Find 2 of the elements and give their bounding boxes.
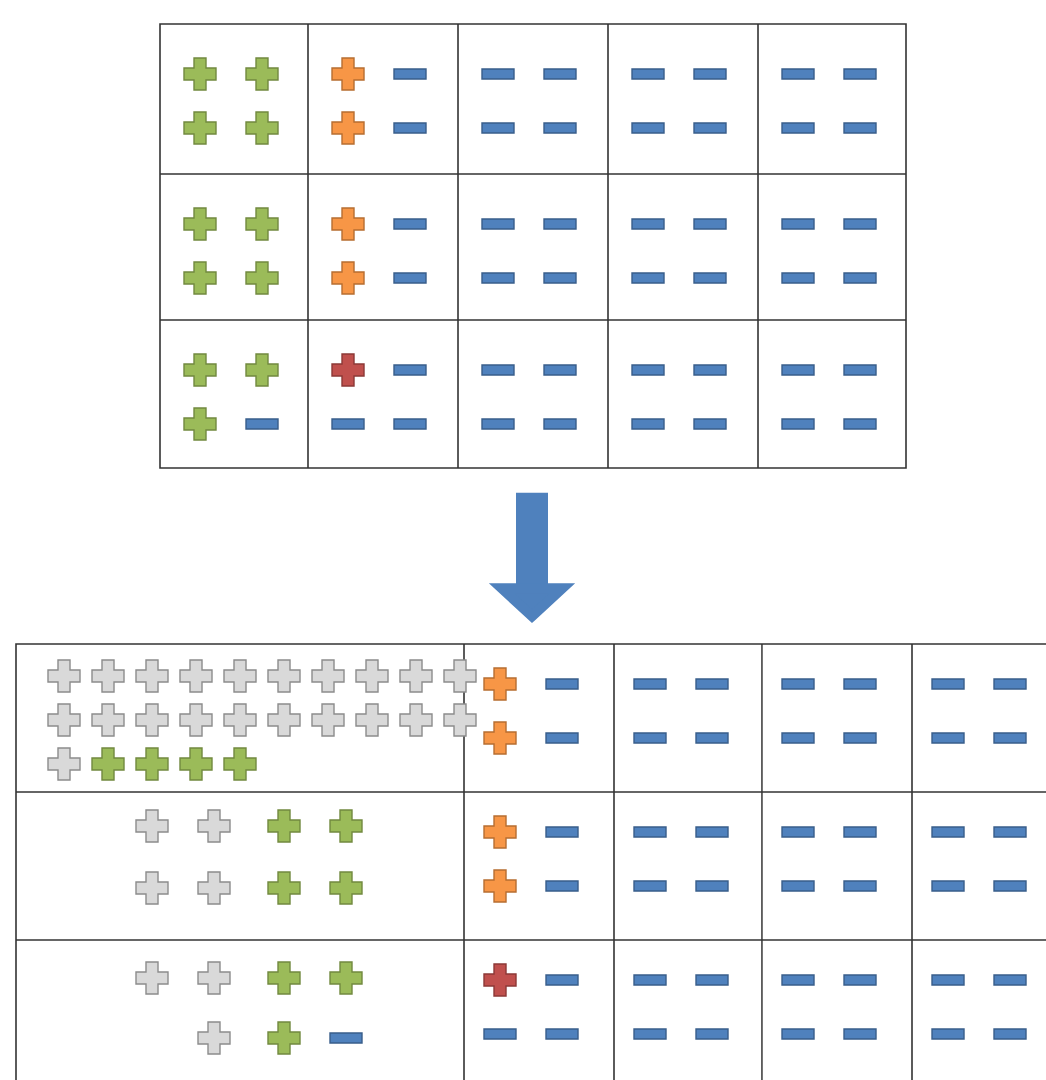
grid-drawing <box>159 23 907 469</box>
grid-drawing <box>15 643 1046 1080</box>
